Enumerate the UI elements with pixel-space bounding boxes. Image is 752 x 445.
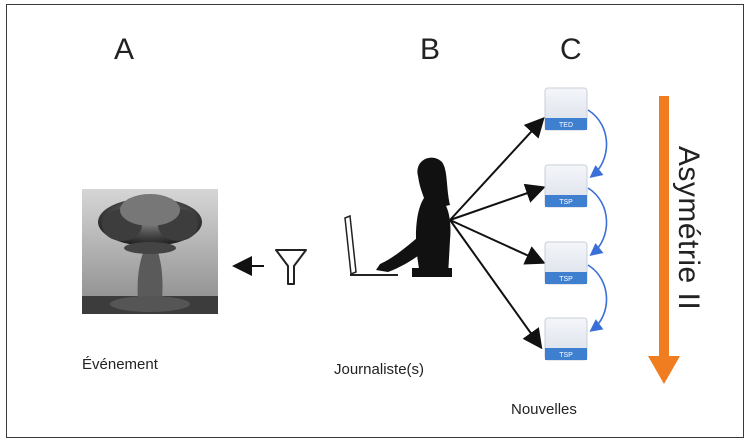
caption-event: Événement	[82, 356, 158, 373]
label-c: C	[560, 33, 582, 66]
news-tag: TSP	[559, 199, 573, 206]
asymmetry-label-wrap: Asymétrie II	[648, 128, 728, 328]
news-links	[587, 109, 608, 332]
news-tag: TSP	[559, 276, 573, 283]
filter-funnel-icon	[275, 249, 307, 285]
news-tag: TSP	[559, 352, 573, 359]
news-item: TSP	[544, 164, 588, 208]
label-a: A	[114, 33, 135, 66]
caption-news: Nouvelles	[511, 401, 577, 418]
news-item: TSP	[544, 317, 588, 361]
distribution-arrows	[449, 117, 546, 350]
news-tag: TED	[559, 122, 573, 129]
journalist-silhouette-icon	[344, 157, 452, 277]
mushroom-cloud-image	[82, 189, 218, 314]
asymmetry-arrow	[648, 96, 680, 384]
news-item: TSP	[544, 241, 588, 285]
caption-journalist: Journaliste(s)	[334, 361, 425, 378]
news-item: TED	[544, 87, 588, 131]
asymmetry-label: Asymétrie II	[672, 145, 705, 311]
label-b: B	[420, 33, 441, 66]
